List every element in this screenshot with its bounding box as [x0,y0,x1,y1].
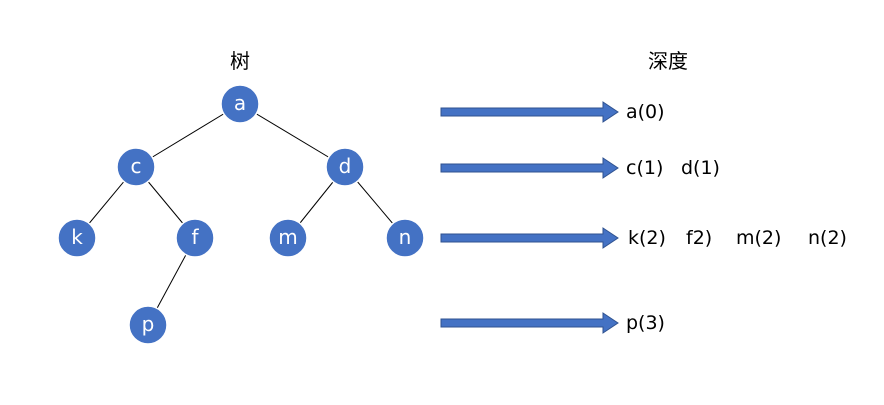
node-circle-p [128,305,168,345]
tree-node-a: a [220,84,260,124]
depth-arrow-2 [440,227,619,249]
depth-row-3: p(3) [440,312,665,334]
node-label-k: k [71,225,83,249]
tree-node-p: p [128,305,168,345]
depth-row-1: c(1) d(1) [440,157,720,179]
node-circle-c [116,147,156,187]
depth-label-3-0: p(3) [626,312,665,334]
edge-a-d [239,103,346,168]
depth-rows: a(0) c(1) d(1) k(2) f2) m(2) n(2) p(3) [440,101,847,334]
tree-node-n: n [385,218,425,258]
depth-label-2-2: m(2) [736,227,781,249]
depth-label-0-0: a(0) [626,101,665,123]
tree-heading: 树 [230,49,250,73]
depth-row-0: a(0) [440,101,665,123]
node-circle-n [385,218,425,258]
tree-node-f: f [175,218,215,258]
depth-row-2: k(2) f2) m(2) n(2) [440,227,847,249]
tree-node-c: c [116,147,156,187]
depth-label-2-1: f2) [686,227,712,249]
depth-label-2-0: k(2) [628,227,666,249]
depth-label-2-3: n(2) [808,227,847,249]
node-circle-d [325,147,365,187]
node-label-f: f [191,225,199,249]
depth-label-1-0: c(1) [626,157,663,179]
node-label-a: a [234,91,246,115]
depth-arrow-3 [440,312,619,334]
tree-node-k: k [57,218,97,258]
tree-node-m: m [268,218,308,258]
depth-arrow-1 [440,157,619,179]
depth-heading: 深度 [648,49,688,73]
node-label-d: d [339,154,352,178]
tree-edges [76,103,406,326]
depth-label-1-1: d(1) [681,157,720,179]
tree-node-d: d [325,147,365,187]
node-label-c: c [131,154,142,178]
node-label-n: n [399,225,412,249]
node-label-p: p [142,312,155,336]
depth-arrow-0 [440,101,619,123]
node-label-m: m [278,225,297,249]
node-circle-k [57,218,97,258]
node-circle-a [220,84,260,124]
node-circle-m [268,218,308,258]
edge-a-c [135,103,241,168]
tree-nodes: a c d k f m n p [57,84,425,345]
node-circle-f [175,218,215,258]
